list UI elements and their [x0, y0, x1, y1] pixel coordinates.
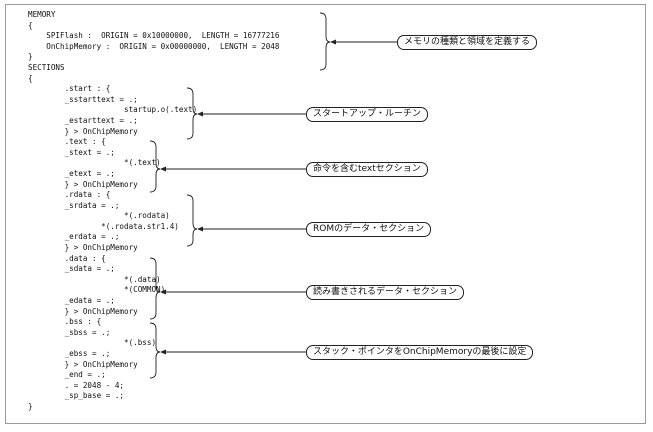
- code-line: } > OnChipMemory: [28, 126, 138, 136]
- brace-memory: [319, 12, 331, 71]
- brace-startup: [186, 87, 198, 140]
- code-line: {: [28, 73, 33, 83]
- code-line: *(.rodata.str1.4): [28, 221, 179, 231]
- code-line: _sbss = .;: [28, 327, 111, 337]
- code-line: .data : {: [28, 253, 106, 263]
- code-line: _ebss = .;: [28, 349, 111, 358]
- arrowhead-text: [160, 166, 166, 172]
- linker-script-code: MEMORY{ SPIFlash : ORIGIN = 0x10000000, …: [28, 10, 279, 413]
- code-line: {: [28, 20, 33, 30]
- code-line: _sstarttext = .;: [28, 94, 138, 104]
- code-line: } > OnChipMemory: [28, 243, 138, 253]
- code-line: *(.data): [28, 274, 161, 284]
- code-line: SECTIONS: [28, 62, 65, 72]
- code-line: _estarttext = .;: [28, 115, 138, 125]
- annotation-text-section: 命令を含むtextセクション: [306, 162, 428, 177]
- annotation-data-section: 読み書きされるデータ・セクション: [306, 285, 465, 300]
- code-line: OnChipMemory : ORIGIN = 0x00000000, LENG…: [28, 41, 280, 51]
- figure-frame: [5, 4, 646, 424]
- arrowhead-memory: [330, 39, 336, 45]
- code-line: } > OnChipMemory: [28, 306, 138, 316]
- code-line: startup.o(.text): [28, 105, 198, 115]
- code-line: _erdata = .;: [28, 232, 120, 242]
- code-line: _sdata = .;: [28, 264, 115, 274]
- annotation-startup: スタートアップ・ルーチン: [306, 107, 429, 122]
- code-line: _etext = .;: [28, 168, 115, 178]
- code-line: _sp_base = .;: [28, 391, 125, 401]
- code-line: SPIFlash : ORIGIN = 0x10000000, LENGTH =…: [28, 31, 280, 41]
- code-line: .rdata : {: [28, 190, 111, 200]
- annotation-bss-stack: スタック・ポインタをOnChipMemoryの最後に設定: [306, 345, 534, 360]
- code-line: *(COMMON): [28, 285, 166, 295]
- code-line: _srdata = .;: [28, 200, 120, 210]
- code-line: .start : {: [28, 84, 111, 94]
- brace-text: [149, 140, 161, 193]
- arrowhead-startup: [197, 111, 203, 117]
- arrowhead-bss: [160, 349, 166, 355]
- annotation-rodata-section: ROMのデータ・セクション: [306, 222, 432, 237]
- code-line: MEMORY: [28, 10, 56, 19]
- code-line: .bss : {: [28, 317, 102, 327]
- code-line: _stext = .;: [28, 147, 115, 157]
- code-line: *(.bss): [28, 338, 157, 348]
- brace-bss: [149, 322, 161, 379]
- arrowhead-data: [160, 289, 166, 295]
- code-line: . = 2048 - 4;: [28, 380, 125, 390]
- code-line: } > OnChipMemory: [28, 359, 138, 369]
- code-line: *(.text): [28, 158, 161, 168]
- arrowhead-rodata: [197, 226, 203, 232]
- brace-data: [149, 257, 161, 320]
- code-line: .text : {: [28, 137, 106, 147]
- code-line: }: [28, 52, 33, 62]
- code-line: }: [28, 401, 33, 411]
- code-line: _end = .;: [28, 370, 106, 380]
- brace-rodata: [186, 194, 198, 247]
- code-line: } > OnChipMemory: [28, 179, 138, 189]
- code-line: _edata = .;: [28, 296, 115, 306]
- annotation-memory: メモリの種類と領域を定義する: [397, 35, 538, 50]
- code-line: *(.rodata): [28, 211, 170, 221]
